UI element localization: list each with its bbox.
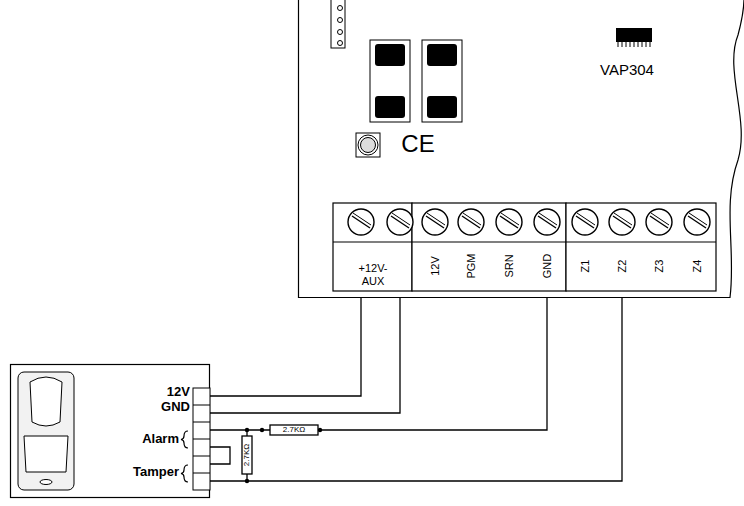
- junction-dot: [245, 479, 249, 483]
- resistor-symbol: [270, 425, 318, 435]
- terminal-label: Z2: [617, 260, 628, 273]
- junction-dot: [260, 428, 264, 432]
- wire: [210, 298, 622, 481]
- terminal-name: Tamper: [133, 465, 179, 479]
- wire: [210, 298, 547, 430]
- terminal-label: 12V: [430, 256, 441, 276]
- wire: [210, 298, 361, 396]
- terminal-label: PGM: [466, 253, 477, 278]
- board-model: VAP304: [600, 62, 654, 79]
- terminal-label: Z4: [692, 260, 703, 273]
- terminal-label: AUX: [362, 276, 385, 287]
- ce-mark: CE: [401, 132, 434, 156]
- junction-dot: [245, 428, 249, 432]
- terminal-label: Z1: [580, 260, 591, 273]
- pir-detector: 12VGND AlarmTamper: [10, 364, 210, 498]
- terminal-label: SRN: [504, 254, 515, 277]
- junction-dot: [318, 428, 322, 432]
- jumper-wire: [210, 447, 230, 464]
- resistor-value: 2.7KΩ: [283, 426, 305, 434]
- terminal-label: Z3: [654, 260, 665, 273]
- control-board: VAP304: [298, 0, 744, 298]
- terminal-name: Alarm: [142, 432, 179, 446]
- terminal-name: GND: [161, 400, 190, 414]
- terminal-label: GND: [542, 254, 553, 278]
- resistor-value: 2.7KΩ: [243, 444, 251, 466]
- wire: [210, 298, 400, 413]
- resistor-symbol: [242, 436, 252, 474]
- board-outline: [298, 0, 744, 298]
- terminal-name: 12V: [167, 385, 190, 399]
- terminal-label: +12V-: [358, 263, 387, 274]
